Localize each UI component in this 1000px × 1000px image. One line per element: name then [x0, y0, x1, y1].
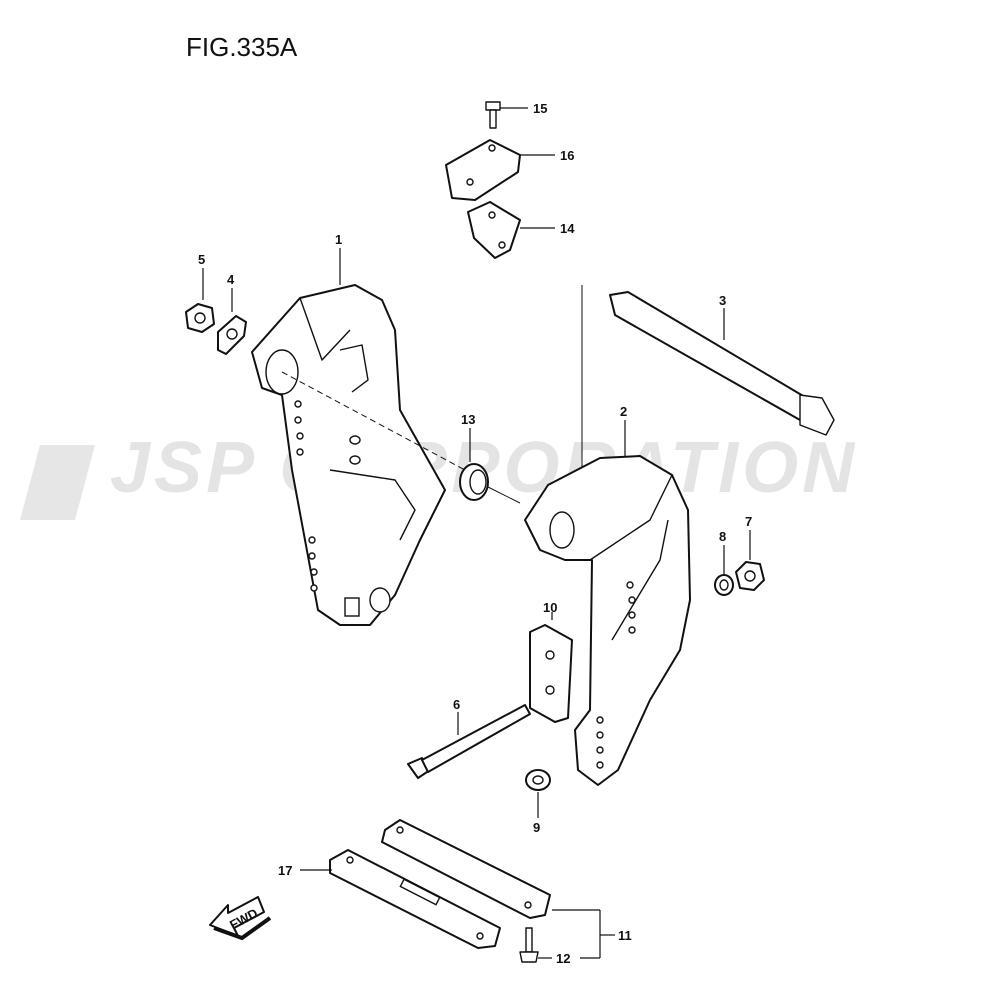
watermark: JSP CORPORATION — [20, 428, 854, 520]
part-13-bushing: 13 — [459, 412, 489, 501]
callout-1: 1 — [335, 232, 342, 247]
part-3-tilt-pin: 3 — [581, 285, 835, 545]
part-1-clamp-bracket: 1 — [251, 232, 446, 626]
callout-4: 4 — [227, 272, 235, 287]
part-11-pad — [381, 819, 551, 919]
part-5-nut: 5 — [185, 252, 215, 333]
callout-10: 10 — [543, 600, 557, 615]
part-16-cover: 16 — [445, 139, 574, 201]
callout-3: 3 — [719, 293, 726, 308]
callout-6: 6 — [453, 697, 460, 712]
callout-5: 5 — [198, 252, 205, 267]
part-4-washer: 4 — [217, 272, 247, 355]
part-8-washer: 8 — [714, 529, 734, 596]
figure-title: FIG.335A — [186, 32, 298, 62]
callout-8: 8 — [719, 529, 726, 544]
part-9-washer: 9 — [525, 769, 551, 835]
part-2-clamp-bracket: 2 — [524, 404, 691, 786]
part-14-bracket: 14 — [467, 201, 575, 259]
callout-14: 14 — [560, 221, 575, 236]
part-15-bolt: 15 — [485, 101, 547, 129]
callout-7: 7 — [745, 514, 752, 529]
callout-17: 17 — [278, 863, 292, 878]
part-7-nut: 7 — [735, 514, 765, 591]
part-10-plate: 10 — [529, 600, 573, 723]
part-17-pad: 17 — [278, 849, 501, 949]
callout-11: 11 — [618, 928, 632, 943]
callout-15: 15 — [533, 101, 547, 116]
callout-11-bracket: 11 — [552, 909, 632, 959]
callout-13: 13 — [461, 412, 475, 427]
fwd-arrow: FWD — [209, 896, 272, 941]
watermark-logo-mark — [20, 445, 95, 520]
callout-9: 9 — [533, 820, 540, 835]
callout-12: 12 — [556, 951, 570, 966]
part-12-screw: 12 — [519, 927, 570, 966]
callout-16: 16 — [560, 148, 574, 163]
callout-2: 2 — [620, 404, 627, 419]
part-6-bolt: 6 — [407, 697, 531, 779]
